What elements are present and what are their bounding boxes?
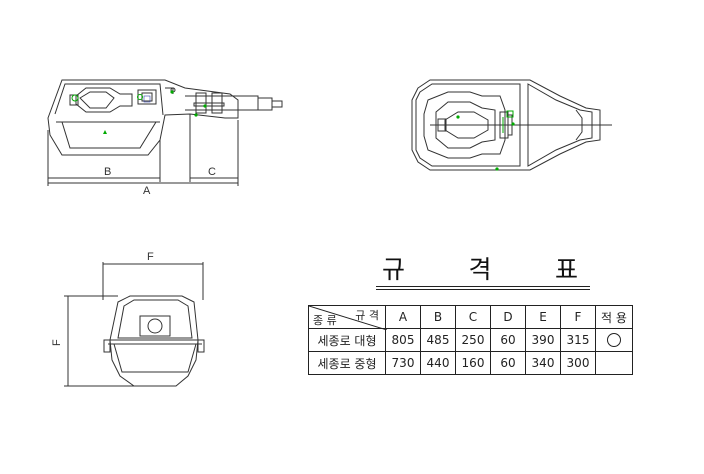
col-header-a: A	[385, 305, 421, 329]
side-view	[47, 79, 283, 186]
cell-applies	[595, 351, 633, 375]
dim-b-label: B	[104, 166, 111, 178]
col-header-f: F	[560, 305, 596, 329]
cell-f: 300	[560, 351, 596, 375]
cell-applies	[595, 328, 633, 352]
title-underline	[376, 286, 590, 287]
cell-d: 60	[490, 328, 526, 352]
front-view	[64, 262, 205, 387]
cell-e: 340	[525, 351, 561, 375]
cell-b: 440	[420, 351, 456, 375]
spec-table-title: 규 격 표	[382, 250, 578, 286]
side-view-accents	[71, 90, 207, 134]
dim-f-side-label: F	[51, 339, 63, 346]
cell-a: 805	[385, 328, 421, 352]
cell-a: 730	[385, 351, 421, 375]
table-row: 세종로 중형 730 440 160 60 340 300	[308, 351, 633, 375]
table-row: 세종로 대형 805 485 250 60 390 315	[308, 328, 633, 352]
row-name: 세종로 중형	[308, 351, 386, 375]
title-char-2: 격	[468, 255, 492, 284]
corner-top-label: 규 격	[355, 309, 379, 322]
corner-bottom-label: 종 류	[313, 314, 337, 327]
row-name: 세종로 대형	[308, 328, 386, 352]
col-header-d: D	[490, 305, 526, 329]
table-corner-cell: 규 격 종 류	[308, 305, 387, 330]
col-header-c: C	[455, 305, 491, 329]
cell-c: 250	[455, 328, 491, 352]
col-header-b: B	[420, 305, 456, 329]
col-header-e: E	[525, 305, 561, 329]
circle-mark-icon	[607, 333, 621, 348]
cell-c: 160	[455, 351, 491, 375]
corner-diagonal	[309, 306, 387, 330]
top-view-accents	[456, 110, 515, 171]
dim-a-label: A	[143, 185, 151, 197]
top-view	[411, 79, 612, 171]
title-char-1: 규	[382, 255, 406, 284]
cell-b: 485	[420, 328, 456, 352]
cell-f: 315	[560, 328, 596, 352]
table-header-row: 규 격 종 류 A B C D E F 적 용	[308, 305, 633, 330]
title-char-3: 표	[554, 255, 578, 284]
cell-e: 390	[525, 328, 561, 352]
cell-d: 60	[490, 351, 526, 375]
dim-f-top-label: F	[147, 251, 154, 263]
spec-table: 규 격 종 류 A B C D E F 적 용 세종로 대형 805 485 2…	[308, 305, 633, 375]
col-header-applies: 적 용	[595, 305, 633, 329]
title-underline-second	[376, 289, 590, 290]
dim-c-label: C	[208, 166, 216, 178]
